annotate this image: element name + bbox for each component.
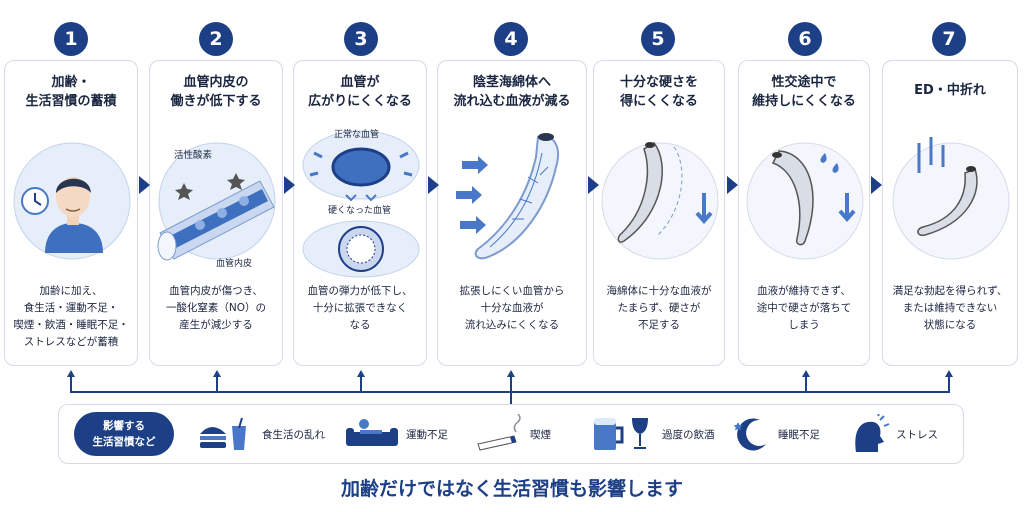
- factor-exercise: 運動不足: [344, 414, 448, 454]
- step-card-1: 加齢・ 生活習慣の蓄積 加齢に加え、 食生活・運動不足・ 喫煙・飲酒・睡眠不足・…: [4, 60, 138, 366]
- connector-line: [70, 376, 72, 392]
- connector-line: [510, 392, 512, 404]
- sofa-person-icon: [346, 419, 398, 446]
- footer-message: 加齢だけではなく生活習慣も影響します: [340, 478, 683, 500]
- step-number-3: 3: [344, 22, 378, 56]
- connector-line: [805, 376, 807, 392]
- flow-arrow: [727, 176, 738, 194]
- step-title: 性交途中で 維持しにくくなる: [752, 75, 856, 109]
- factor-smoking: 喫煙: [474, 414, 551, 454]
- step-title: 陰茎海綿体へ 流れ込む血液が減る: [453, 75, 571, 109]
- flow-arrow: [139, 176, 150, 194]
- burger-drink-icon: [200, 417, 246, 450]
- step-description: 海綿体に十分な血液が たまらず、硬さが 不足する: [606, 285, 712, 331]
- step-number-5: 5: [641, 22, 675, 56]
- step-number-6: 6: [788, 22, 822, 56]
- step-description: 血液が維持できず、 途中で硬さが落ちて しまう: [756, 285, 852, 331]
- factor-stress: ストレス: [850, 414, 938, 454]
- cigarette-icon: [477, 414, 521, 451]
- arrow-tip: [213, 370, 221, 377]
- endothelium-label: 血管内皮: [216, 257, 252, 269]
- factor-alcohol: 過度の飲酒: [590, 414, 715, 454]
- factor-diet: 食生活の乱れ: [196, 414, 325, 454]
- step-card-3: 血管が 広がりにくくなる 正常な血管 硬くなった血管 血管の弾力が低下し、 十分…: [293, 60, 427, 366]
- step-title: 加齢・ 生活習慣の蓄積: [25, 75, 117, 109]
- moon-icon: [733, 418, 766, 451]
- connector-line: [948, 376, 950, 392]
- step-number-1: 1: [54, 22, 88, 56]
- normal-vessel-label: 正常な血管: [334, 128, 379, 140]
- flow-arrow: [428, 176, 439, 194]
- step-card-5: 十分な硬さを 得にくくなる 海綿体に十分な血液が たまらず、硬さが 不足する: [593, 60, 725, 366]
- step-description: 加齢に加え、 食生活・運動不足・ 喫煙・飲酒・睡眠不足・ ストレスなどが蓄積: [13, 285, 129, 348]
- step-description: 拡張しにくい血管から 十分な血液が 流れ込みにくくなる: [459, 285, 565, 331]
- step-title: 血管が 広がりにくくなる: [308, 75, 412, 109]
- damaged-vessel-illustration: 活性酸素 血管内皮: [157, 142, 276, 269]
- aging-person-illustration: [13, 142, 131, 260]
- losing-hardness-illustration: [746, 142, 864, 260]
- step-number-4: 4: [494, 22, 528, 56]
- step-number-2: 2: [199, 22, 233, 56]
- ros-star-icon: [175, 183, 193, 200]
- stressed-head-icon: [855, 414, 890, 452]
- flow-arrow: [871, 176, 882, 194]
- step-description: 満足な勃起を得られず、 または維持できない 状態になる: [892, 285, 1008, 331]
- beer-wine-icon: [594, 418, 648, 450]
- ros-star-icon: [227, 173, 245, 190]
- arrow-tip: [507, 370, 515, 377]
- cavernosum-illustration: [456, 133, 559, 260]
- vessel-comparison-illustration: 正常な血管 硬くなった血管: [302, 128, 420, 278]
- arrow-tip: [357, 370, 365, 377]
- connector-line: [216, 376, 218, 392]
- step-card-4: 陰茎海綿体へ 流れ込む血液が減る 拡張しにくい血管から 十分な血液が 流れ込みに…: [437, 60, 587, 366]
- step-title: 血管内皮の 働きが低下する: [170, 75, 262, 109]
- arrow-tip: [67, 370, 75, 377]
- step-title: ED・中折れ: [914, 83, 986, 98]
- factors-badge: 影響する 生活習慣など: [74, 412, 174, 456]
- step-card-6: 性交途中で 維持しにくくなる 血液が維持できず、 途中で硬さが落ちて しまう: [738, 60, 870, 366]
- arrow-tip: [945, 370, 953, 377]
- arrow-tip: [802, 370, 810, 377]
- ros-label: 活性酸素: [174, 149, 213, 161]
- step-number-7: 7: [932, 22, 966, 56]
- step-description: 血管の弾力が低下し、 十分に拡張できなく なる: [307, 285, 413, 331]
- connector-line: [510, 376, 512, 392]
- ed-illustration: [892, 137, 1010, 260]
- flow-arrow: [588, 176, 599, 194]
- step-card-2: 血管内皮の 働きが低下する 活性酸素 血管内皮 血管内皮が傷つき、 一酸化窒素（…: [149, 60, 283, 366]
- insufficient-hardness-illustration: [601, 142, 719, 260]
- flow-arrow: [284, 176, 295, 194]
- stiff-vessel-label: 硬くなった血管: [328, 204, 391, 216]
- step-description: 血管内皮が傷つき、 一酸化窒素（NO）の 産生が減少する: [165, 285, 267, 331]
- step-card-7: ED・中折れ 満足な勃起を得られず、 または維持できない 状態になる: [882, 60, 1018, 366]
- factor-sleep: 睡眠不足: [732, 414, 820, 454]
- step-title: 十分な硬さを 得にくくなる: [619, 75, 698, 109]
- connector-line: [360, 376, 362, 392]
